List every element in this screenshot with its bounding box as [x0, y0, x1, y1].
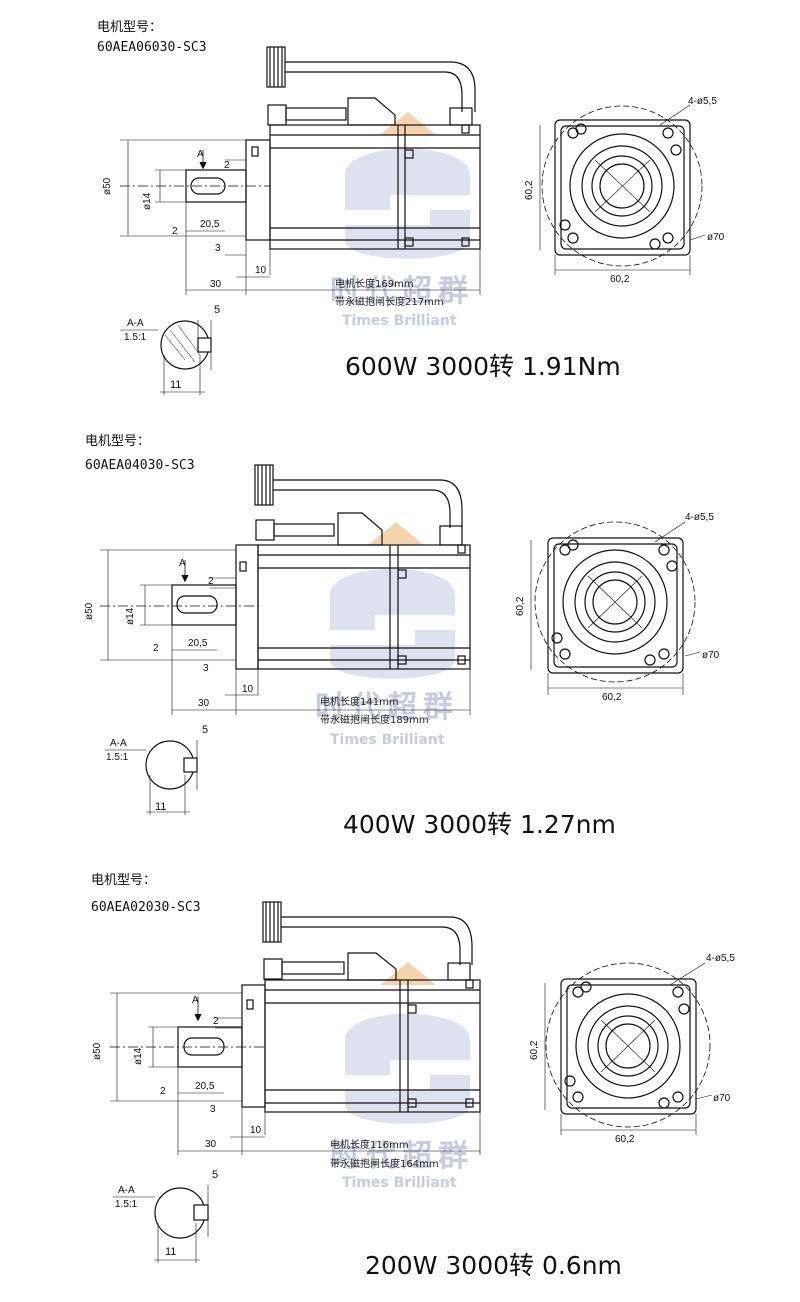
dim-shaft-dia: ø14: [133, 1047, 144, 1065]
length-note: 电机长度116mm: [330, 1140, 409, 1151]
dim-flange-dia: ø50: [102, 177, 113, 195]
dim-two-a: 2: [153, 643, 159, 654]
motor-section-600w: 电机型号： 60AEA06030-SC3 时代超群 Times Brillian…: [0, 0, 800, 420]
section-a-a: [113, 1185, 209, 1263]
dim-square-h: 60,2: [610, 274, 630, 285]
dim-two-b: 2: [208, 576, 214, 587]
brake-note: 带永磁抱闸长度217mm: [335, 297, 444, 308]
dim-square-v: 60,2: [515, 596, 526, 616]
motor-section-200w: 电机型号： 60AEA02030-SC3 时代超群 Times Brillian…: [0, 855, 800, 1302]
front-view: [539, 104, 706, 275]
dim-flange-thk: 10: [250, 1125, 262, 1136]
model-number: 60AEA06030-SC3: [97, 40, 207, 55]
motor-drawing: ø50 ø14 20,5 2 2 3 10 30 A A-A 1.5:1 5 1…: [102, 46, 725, 395]
dim-two-b: 2: [213, 1016, 219, 1027]
dim-key-w: 5: [202, 724, 208, 736]
dim-step: 3: [210, 1104, 216, 1115]
motor-drawing: ø50 ø14 20,5 2 2 3 10 30 A A-A 1.5:1 5 1…: [92, 901, 735, 1263]
dim-key-h: 11: [170, 379, 181, 391]
dim-key-len: 20,5: [188, 638, 208, 649]
watermark-logo-icon: [345, 112, 470, 259]
side-view: [120, 46, 481, 295]
spec-text: 200W 3000转 0.6nm: [365, 1251, 622, 1280]
spec-text: 400W 3000转 1.27nm: [343, 810, 616, 839]
dim-holes: 4-ø5,5: [688, 96, 717, 107]
front-view: [530, 521, 701, 695]
dim-key-len: 20,5: [200, 219, 220, 230]
dim-key-h: 11: [155, 801, 166, 813]
motor-drawing: ø50 ø14 20,5 2 2 3 10 30 A A-A 1.5:1 5 1…: [84, 464, 720, 815]
dim-two-a: 2: [160, 1086, 166, 1097]
dim-shaft-dia: ø14: [142, 192, 153, 210]
section-mark: A: [197, 149, 204, 160]
length-note: 电机长度169mm: [335, 279, 414, 290]
side-view: [100, 464, 471, 715]
dim-two-a: 2: [172, 226, 178, 237]
length-note: 电机长度141mm: [320, 697, 399, 708]
dim-step: 3: [215, 243, 221, 254]
model-label: 电机型号：: [91, 873, 157, 888]
brake-note: 带永磁抱闸长度164mm: [330, 1159, 439, 1170]
aa-title: A-A: [127, 318, 144, 329]
section-mark: A: [192, 995, 199, 1006]
aa-title: A-A: [118, 1185, 135, 1196]
model-number: 60AEA02030-SC3: [91, 900, 201, 915]
section-a-a: [105, 740, 198, 815]
section-mark: A: [179, 558, 186, 569]
dim-shaft-len: 30: [210, 279, 222, 290]
motor-section-400w: 电机型号： 60AEA04030-SC3 时代超群 Times Brillian…: [0, 420, 800, 850]
dim-two-b: 2: [224, 160, 230, 171]
model-label: 电机型号：: [97, 20, 163, 35]
brake-note: 带永磁抱闸长度189mm: [320, 715, 429, 726]
watermark-logo-icon: [345, 962, 470, 1124]
dim-flange-dia: ø50: [84, 602, 95, 620]
dim-pcd: ø70: [713, 1093, 731, 1104]
aa-scale: 1.5:1: [106, 752, 129, 763]
aa-title: A-A: [110, 738, 127, 749]
watermark-text-cn: 时代超群: [330, 274, 474, 309]
dim-square-h: 60,2: [602, 692, 622, 703]
model-number: 60AEA04030-SC3: [85, 458, 195, 473]
aa-scale: 1.5:1: [115, 1199, 138, 1210]
section-a-a: [120, 320, 212, 395]
model-label: 电机型号：: [85, 434, 151, 449]
front-view: [544, 962, 713, 1135]
dim-flange-thk: 10: [242, 684, 254, 695]
dim-flange-dia: ø50: [92, 1042, 103, 1060]
aa-scale: 1.5:1: [124, 332, 147, 343]
watermark-text-en: Times Brilliant: [330, 732, 445, 748]
side-view: [110, 901, 481, 1155]
dim-holes: 4-ø5,5: [685, 512, 714, 523]
dim-square-h: 60,2: [615, 1134, 635, 1145]
dim-key-h: 11: [165, 1246, 176, 1258]
dim-square-v: 60,2: [524, 180, 535, 200]
watermark-text-cn: 时代超群: [330, 1139, 474, 1174]
dim-square-v: 60,2: [529, 1040, 540, 1060]
spec-text: 600W 3000转 1.91Nm: [345, 352, 621, 381]
dim-shaft-dia: ø14: [125, 607, 136, 625]
dim-shaft-len: 30: [205, 1139, 217, 1150]
dim-flange-thk: 10: [255, 265, 267, 276]
watermark-text-en: Times Brilliant: [342, 313, 457, 329]
dim-holes: 4-ø5,5: [706, 953, 735, 964]
watermark-text-en: Times Brilliant: [342, 1175, 457, 1191]
dim-shaft-len: 30: [198, 698, 210, 709]
dim-key-w: 5: [214, 304, 220, 316]
dim-key-w: 5: [212, 1169, 218, 1181]
dim-pcd: ø70: [707, 232, 725, 243]
watermark-text-cn: 时代超群: [315, 690, 459, 725]
dim-step: 3: [203, 663, 209, 674]
dim-key-len: 20,5: [195, 1081, 215, 1092]
dim-pcd: ø70: [702, 650, 720, 661]
